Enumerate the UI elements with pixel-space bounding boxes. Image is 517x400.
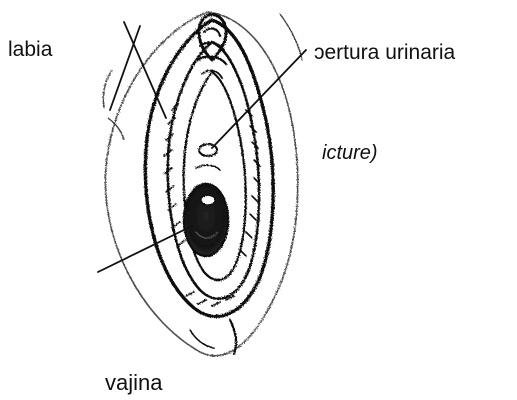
label-picture-note: icture) [322, 143, 378, 163]
outer-labia-outline [145, 20, 273, 316]
label-labia: labia [8, 39, 52, 60]
leader-line-labia-2 [124, 22, 166, 118]
label-vagina: vajina [105, 372, 162, 394]
label-urinary-opening: ɔertura urinaria [314, 42, 455, 63]
